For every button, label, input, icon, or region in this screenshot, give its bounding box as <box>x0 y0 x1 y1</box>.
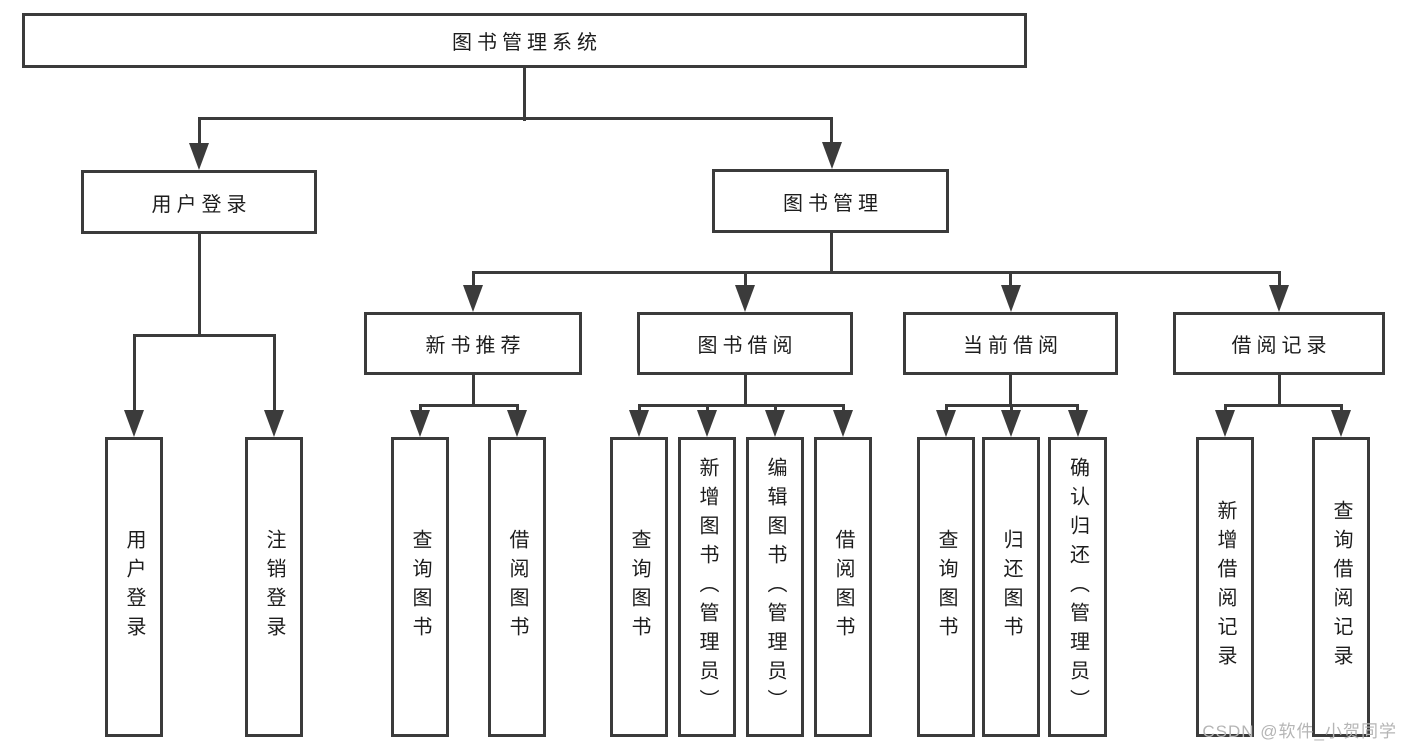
leaf-query-book-borrow: 查询图书 <box>610 437 668 737</box>
node-user-login: 用户登录 <box>81 170 317 234</box>
node-book-management-label: 图书管理 <box>783 192 883 215</box>
connector-line <box>1009 271 1012 292</box>
node-root-system-label: 图书管理系统 <box>452 32 602 54</box>
connector-line <box>471 374 475 407</box>
arrow-down-icon <box>189 143 209 170</box>
leaf-query-book-borrow-label: 查询图书 <box>628 529 650 645</box>
node-new-book-recommend: 新书推荐 <box>364 312 582 375</box>
node-root-system: 图书管理系统 <box>22 13 1027 68</box>
node-current-borrow: 当前借阅 <box>903 312 1118 375</box>
arrow-down-icon <box>507 410 527 437</box>
leaf-confirm-return-admin: 确认归还（管理员） <box>1048 437 1107 737</box>
arrow-down-icon <box>1067 410 1088 437</box>
csdn-watermark: CSDN @软件_小贺同学 <box>1202 722 1397 741</box>
connector-line <box>944 403 1079 407</box>
node-book-borrow: 图书借阅 <box>637 312 853 375</box>
leaf-borrow-book: 借阅图书 <box>814 437 872 737</box>
arrow-down-icon <box>697 410 717 437</box>
connector-line <box>1009 374 1012 407</box>
leaf-user-login: 用户登录 <box>105 437 163 737</box>
connector-line <box>197 233 201 337</box>
node-new-book-recommend-label: 新书推荐 <box>425 335 526 357</box>
connector-line <box>830 232 833 274</box>
connector-line <box>132 334 136 418</box>
leaf-query-borrow-record: 查询借阅记录 <box>1312 437 1370 737</box>
leaf-borrow-book-recommend: 借阅图书 <box>488 437 546 737</box>
leaf-user-login-label: 用户登录 <box>123 529 145 645</box>
leaf-logout-label: 注销登录 <box>263 529 285 645</box>
leaf-return-book: 归还图书 <box>982 437 1040 737</box>
node-book-management: 图书管理 <box>712 169 949 233</box>
leaf-query-book-current-label: 查询图书 <box>935 529 957 645</box>
connector-line <box>197 117 201 150</box>
connector-line <box>743 374 747 407</box>
connector-line <box>523 66 526 121</box>
arrow-down-icon <box>1215 410 1235 437</box>
leaf-borrow-book-label: 借阅图书 <box>832 529 854 645</box>
leaf-edit-book-admin-label: 编辑图书（管理员） <box>764 456 786 718</box>
connector-line <box>1223 403 1343 407</box>
arrow-down-icon <box>735 285 755 312</box>
leaf-add-borrow-record: 新增借阅记录 <box>1196 437 1254 737</box>
node-borrow-records-label: 借阅记录 <box>1231 335 1332 357</box>
arrow-down-icon <box>410 410 430 437</box>
leaf-query-book-recommend-label: 查询图书 <box>409 529 431 645</box>
arrow-down-icon <box>1000 285 1021 312</box>
connector-line <box>743 271 747 292</box>
node-user-login-label: 用户登录 <box>151 193 252 216</box>
arrow-down-icon <box>1001 410 1021 437</box>
arrow-down-icon <box>629 410 649 437</box>
connector-line <box>272 334 276 418</box>
arrow-down-icon <box>1269 285 1289 312</box>
arrow-down-icon <box>833 410 853 437</box>
arrow-down-icon <box>264 410 284 437</box>
connector-line <box>1277 271 1281 292</box>
arrow-down-icon <box>124 410 144 437</box>
leaf-query-book-current: 查询图书 <box>917 437 975 737</box>
leaf-add-book-admin: 新增图书（管理员） <box>678 437 736 737</box>
connector-line <box>132 333 276 337</box>
connector-line <box>418 403 519 407</box>
connector-line <box>830 117 833 150</box>
node-book-borrow-label: 图书借阅 <box>697 335 798 357</box>
leaf-add-borrow-record-label: 新增借阅记录 <box>1214 500 1236 674</box>
connector-line <box>471 270 1281 274</box>
leaf-logout: 注销登录 <box>245 437 303 737</box>
connector-line <box>471 271 475 292</box>
arrow-down-icon <box>821 142 842 169</box>
connector-line <box>1277 374 1281 407</box>
node-current-borrow-label: 当前借阅 <box>963 335 1063 357</box>
connector-line <box>197 116 833 120</box>
arrow-down-icon <box>936 410 956 437</box>
leaf-confirm-return-admin-label: 确认归还（管理员） <box>1066 456 1089 718</box>
arrow-down-icon <box>765 410 785 437</box>
connector-line <box>637 403 845 407</box>
leaf-query-borrow-record-label: 查询借阅记录 <box>1330 500 1352 674</box>
leaf-query-book-recommend: 查询图书 <box>391 437 449 737</box>
leaf-edit-book-admin: 编辑图书（管理员） <box>746 437 804 737</box>
arrow-down-icon <box>463 285 483 312</box>
leaf-add-book-admin-label: 新增图书（管理员） <box>696 456 718 718</box>
leaf-borrow-book-recommend-label: 借阅图书 <box>506 529 528 645</box>
leaf-return-book-label: 归还图书 <box>1000 529 1022 645</box>
arrow-down-icon <box>1331 410 1351 437</box>
node-borrow-records: 借阅记录 <box>1173 312 1385 375</box>
